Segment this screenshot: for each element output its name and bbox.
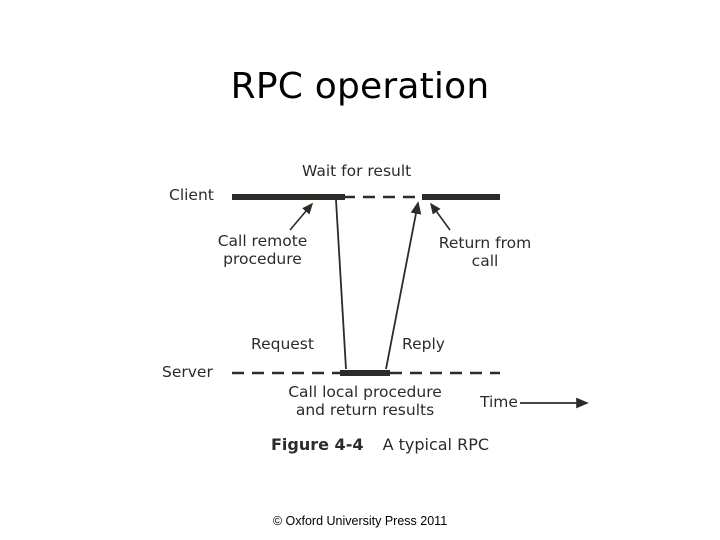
- page-title: RPC operation: [230, 66, 490, 108]
- return-from-call-pointer: [430, 202, 451, 231]
- rpc-diagram: Wait for result Client Call remote proce…: [150, 150, 610, 470]
- reply-arrow: [385, 201, 422, 370]
- diagram-graphics: [232, 194, 589, 409]
- figure-caption-number: Figure 4-4: [270, 435, 364, 454]
- label-call: call: [471, 252, 499, 270]
- figure-caption-text: A typical RPC: [382, 435, 490, 454]
- label-client: Client: [169, 186, 214, 204]
- figure-caption: Figure 4-4 A typical RPC: [150, 435, 610, 454]
- request-arrow: [335, 199, 347, 370]
- label-reply: Reply: [402, 335, 445, 353]
- label-procedure: procedure: [223, 250, 302, 268]
- label-time: Time: [480, 393, 518, 411]
- call-remote-pointer: [289, 202, 314, 231]
- label-call-remote: Call remote: [217, 232, 308, 250]
- label-server: Server: [162, 363, 213, 381]
- label-wait-for-result: Wait for result: [302, 162, 412, 180]
- label-request: Request: [251, 335, 314, 353]
- label-call-local-procedure: Call local procedure: [288, 383, 442, 401]
- label-and-return-results: and return results: [295, 401, 435, 419]
- label-return-from: Return from: [438, 234, 532, 252]
- copyright-notice: © Oxford University Press 2011: [272, 514, 448, 528]
